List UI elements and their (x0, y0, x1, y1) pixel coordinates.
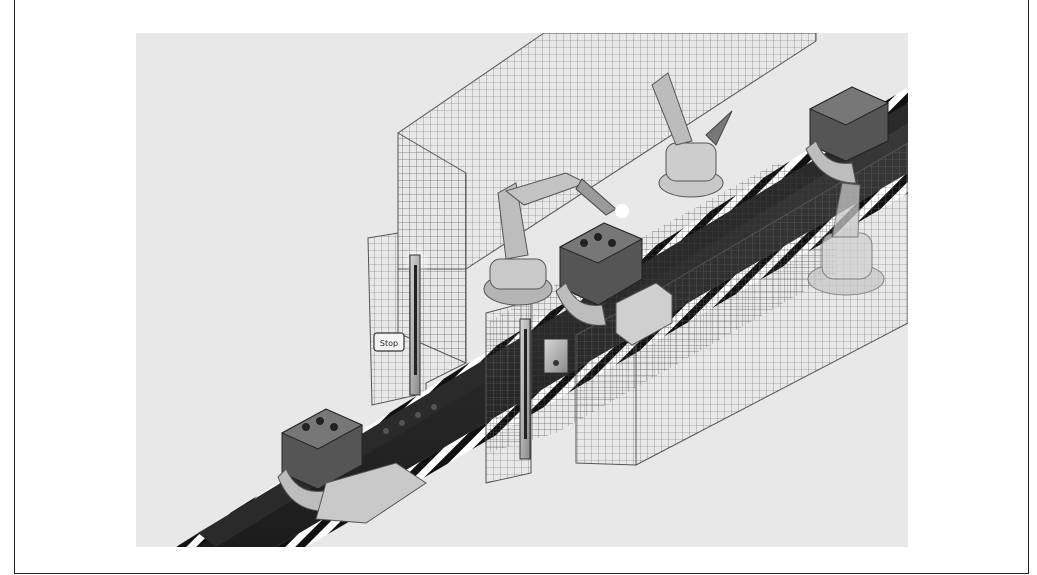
safety-switch-box (544, 339, 568, 373)
stop-sign-text: Stop (380, 339, 398, 348)
light-curtain-receiver (520, 319, 530, 459)
robot-cell-illustration: Stop (136, 33, 908, 547)
stop-sign-plate: Stop (374, 333, 404, 351)
